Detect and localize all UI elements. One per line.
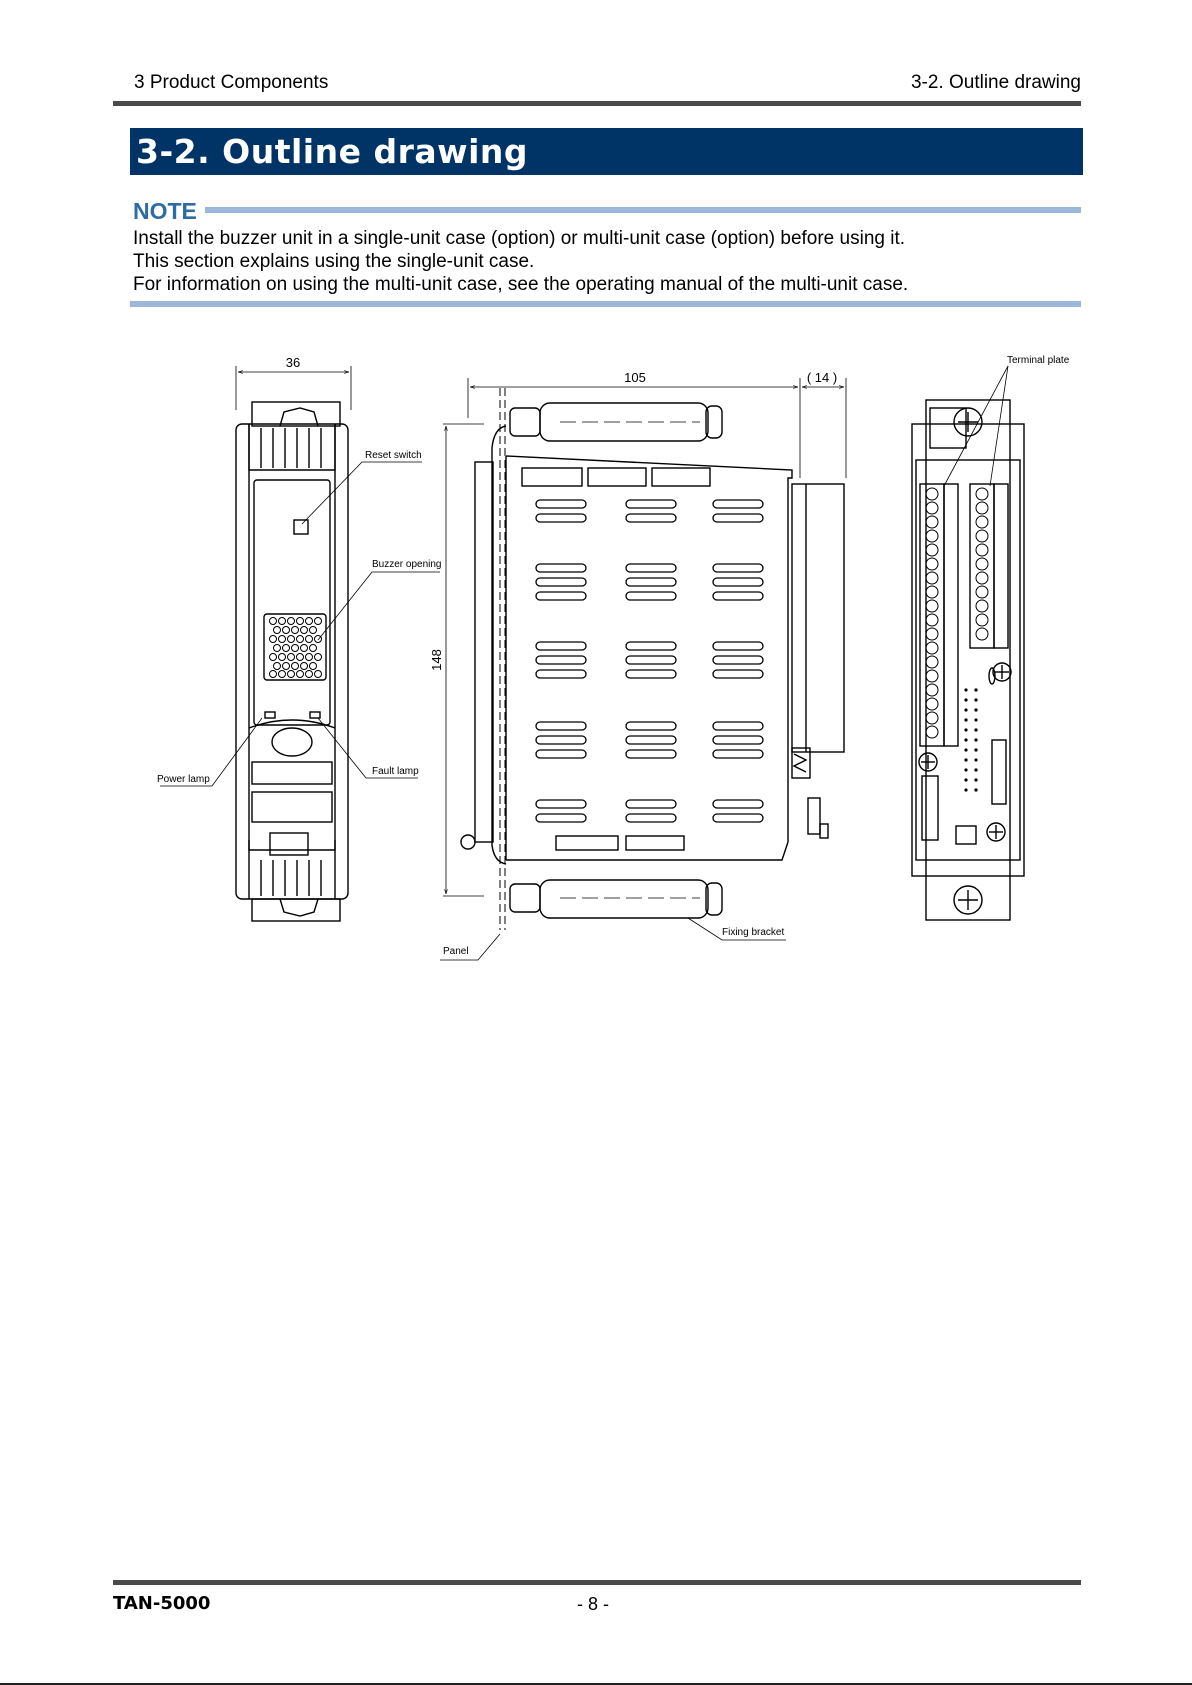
section-title: 3-2. Outline drawing xyxy=(136,132,529,171)
dimension-side-depth-label: 105 xyxy=(624,370,646,385)
buzzer-opening-label: Buzzer opening xyxy=(372,559,442,570)
dimension-side-extra-label: ( 14 ) xyxy=(807,370,837,385)
rear-view xyxy=(911,365,1025,921)
panel-label: Panel xyxy=(443,946,469,957)
power-lamp-icon xyxy=(264,711,276,719)
note-line: Install the buzzer unit in a single-unit… xyxy=(133,228,906,249)
note-label: NOTE xyxy=(133,198,197,224)
section-title-banner: 3-2. Outline drawing xyxy=(130,128,1083,175)
footer-rule xyxy=(113,1580,1081,1585)
outline-drawing: 36 105 ( 14 ) 148 Reset switch Buzzer op… xyxy=(157,355,1070,961)
dimension-height-label: 148 xyxy=(429,649,444,671)
fault-lamp-label: Fault lamp xyxy=(372,766,419,777)
page-bottom-line xyxy=(0,1683,1192,1685)
fixing-bracket-label: Fixing bracket xyxy=(722,927,784,938)
fault-lamp-icon xyxy=(309,711,321,719)
note-line: This section explains using the single-u… xyxy=(133,251,535,272)
dimension-front-width-label: 36 xyxy=(286,355,300,370)
side-view xyxy=(440,378,847,961)
reset-switch-icon xyxy=(293,519,309,535)
front-view xyxy=(160,366,440,922)
power-lamp-label: Power lamp xyxy=(157,774,210,785)
reset-switch-label: Reset switch xyxy=(365,450,422,461)
header-section: 3-2. Outline drawing xyxy=(910,72,1081,93)
header-chapter: 3 Product Components xyxy=(134,72,329,93)
header-rule xyxy=(113,101,1081,106)
note-rule-top xyxy=(205,207,1081,213)
terminal-plate-label: Terminal plate xyxy=(1007,355,1070,366)
bottom-mount-screw-icon xyxy=(953,885,983,915)
note-line: For information on using the multi-unit … xyxy=(133,274,909,295)
note-rule-bottom xyxy=(130,301,1081,307)
buzzer-opening-grille xyxy=(263,613,327,681)
note-text: Install the buzzer unit in a single-unit… xyxy=(133,227,1073,296)
page-header: 3 Product Components 3-2. Outline drawin… xyxy=(126,70,1081,94)
footer-model: TAN-5000 xyxy=(113,1593,211,1614)
top-mount-screw-icon xyxy=(953,407,983,437)
footer-page-number: - 8 - xyxy=(577,1594,610,1614)
